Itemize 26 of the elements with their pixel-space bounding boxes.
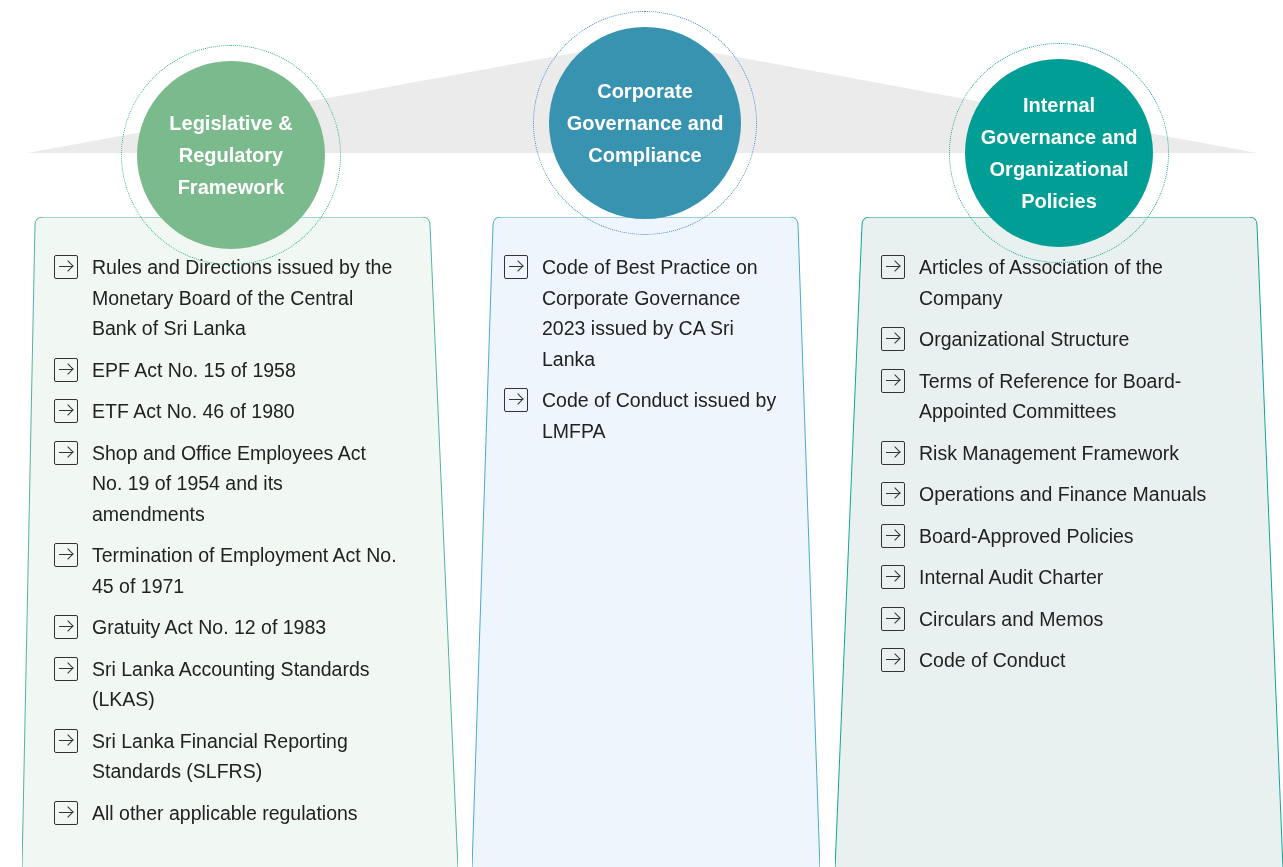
list-panel (835, 217, 1283, 867)
list-item-text: Gratuity Act No. 12 of 1983 (92, 615, 328, 640)
list-item-text: EPF Act No. 15 of 1958 (92, 357, 297, 383)
list-item-text: Internal Audit Charter (919, 565, 1105, 590)
circle-heading: Internal Governance and Organizational Policies (979, 93, 1139, 214)
list-item-text: Code of Conduct issued by LMFPA (542, 388, 778, 444)
list-panel (22, 217, 458, 867)
list-item-text: Risk Management Framework (919, 440, 1181, 466)
circle-heading: Legislative & Regulatory Framework (168, 111, 294, 200)
list-item-text: Organizational Structure (919, 327, 1131, 352)
list-item-text: Sri Lanka Financial Reporting Standards (SLFRS) (92, 728, 349, 784)
list-item-text: Sri Lanka Accounting Standards (LKAS) (92, 656, 371, 712)
list-item-text: Code of Best Practice on Corporate Governance 2023 issued by CA Sri Lanka (542, 255, 759, 372)
list-panel (472, 217, 820, 867)
list-item-text: Code of Conduct (919, 648, 1067, 673)
circle-heading: Corporate Governance and Compliance (565, 79, 725, 168)
list-item-text: Board-Approved Policies (919, 523, 1135, 549)
list-item-text: Operations and Finance Manuals (919, 482, 1208, 507)
list-item-text: Circulars and Memos (919, 606, 1105, 632)
list-item-text: Rules and Directions issued by the Monetary Board of the Central Bank of Sri Lanka (92, 255, 394, 341)
list-item-text: Articles of Association of the Company (919, 255, 1164, 311)
list-item-text: Shop and Office Employees Act No. 19 of 1954 and its amendments (92, 440, 367, 527)
list-item-text: Termination of Employment Act No. 45 of 1971 (92, 543, 397, 599)
list-item-text: ETF Act No. 46 of 1980 (92, 399, 296, 424)
list-item-text: All other applicable regulations (92, 800, 359, 826)
list-item-text: Terms of Reference for Board-Appointed Committees (919, 368, 1183, 424)
